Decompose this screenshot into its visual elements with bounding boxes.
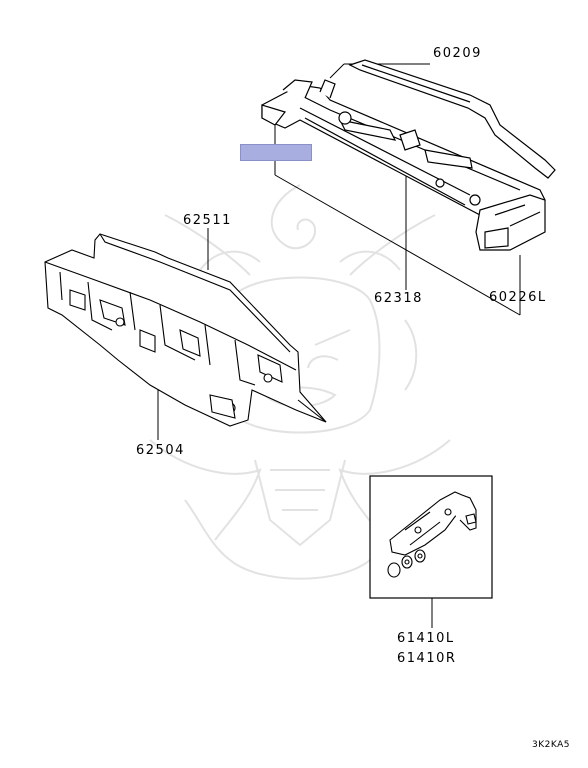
- highlight-bar: [240, 144, 312, 161]
- cowl-top-panel: [261, 79, 546, 216]
- callout-61410R: 61410R: [397, 651, 457, 666]
- wiper-deck-bar: [348, 59, 556, 179]
- cowl-side-bracket: [475, 194, 546, 251]
- diagram-code: 3K2KA5: [532, 740, 570, 750]
- callout-60209: 60209: [433, 46, 482, 61]
- callout-61410L: 61410L: [397, 631, 455, 646]
- callout-62511: 62511: [183, 213, 232, 228]
- callout-62318: 62318: [374, 291, 423, 306]
- callout-62504: 62504: [136, 443, 185, 458]
- dash-panel: [44, 233, 327, 427]
- samurai-mask-watermark: [149, 184, 451, 580]
- bracket-assembly-box: [369, 475, 493, 599]
- callout-60226L: 60226L: [489, 290, 547, 305]
- bracket-assembly: [387, 491, 477, 578]
